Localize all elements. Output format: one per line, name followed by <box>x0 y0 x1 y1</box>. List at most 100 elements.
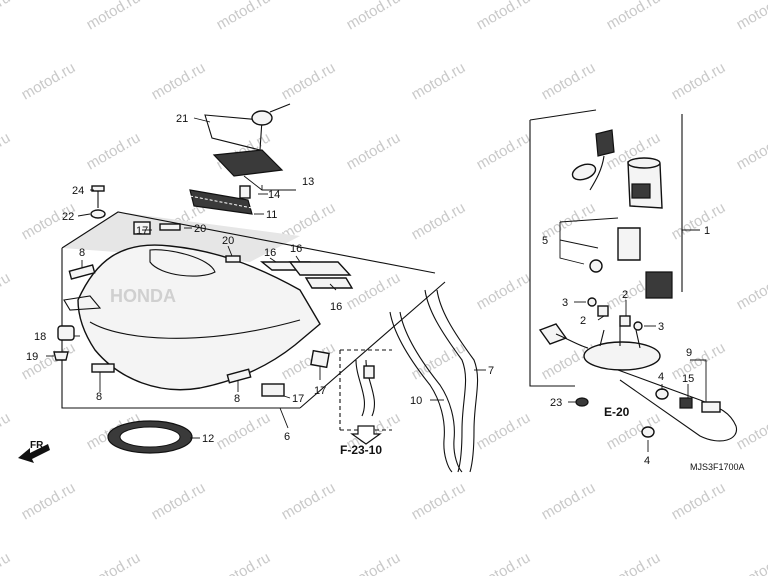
nut-2-a <box>597 305 609 317</box>
callout-3-a: 3 <box>562 297 568 309</box>
fuel-tank-group: HONDA <box>18 103 446 463</box>
watermark-text: motod.ru <box>84 549 144 576</box>
clamp-4-a <box>655 388 669 400</box>
front-arrow-icon <box>18 444 50 463</box>
f23-hose <box>355 359 375 417</box>
nut-2-b <box>619 315 631 327</box>
f23-clip <box>363 365 375 379</box>
watermark-text: motod.ru <box>474 129 534 173</box>
pad-16-c <box>304 277 354 289</box>
callout-15: 15 <box>682 373 694 385</box>
watermark-text: motod.ru <box>0 269 13 313</box>
tank-filler-recess <box>149 249 216 277</box>
callout-6: 6 <box>284 431 290 443</box>
watermark-text: motod.ru <box>474 409 534 453</box>
ref-e20: E-20 <box>604 405 630 419</box>
watermark-text: motod.ru <box>539 479 599 523</box>
callout-7: 7 <box>488 365 494 377</box>
watermark-text: motod.ru <box>474 549 534 576</box>
leader-lines <box>46 117 707 452</box>
watermark-text: motod.ru <box>734 0 768 33</box>
callout-20-b: 20 <box>222 235 234 247</box>
watermark-text: motod.ru <box>474 0 534 33</box>
f23-box <box>339 349 392 431</box>
seal-20-a <box>159 223 181 231</box>
watermark-text: motod.ru <box>734 549 768 576</box>
callout-17-a: 17 <box>136 225 148 237</box>
watermark-text: motod.ru <box>84 0 144 33</box>
callout-12: 12 <box>202 433 214 445</box>
watermark-text: motod.ru <box>734 269 768 313</box>
pad-17-b <box>310 349 330 369</box>
pump-fitting <box>589 259 603 273</box>
pump-connector <box>595 129 615 157</box>
watermark-text: motod.ru <box>214 0 274 33</box>
gasket-pattern <box>189 195 253 209</box>
fuel-level-float <box>571 163 597 181</box>
watermark-text: motod.ru <box>409 479 469 523</box>
pad-16-b <box>288 261 352 276</box>
watermark-text: motod.ru <box>669 59 729 103</box>
watermark-text: motod.ru <box>409 59 469 103</box>
watermark-text: motod.ru <box>214 549 274 576</box>
callout-14: 14 <box>268 189 280 201</box>
ignition-key <box>251 110 273 126</box>
washer-22 <box>90 209 106 219</box>
diagram-code: MJS3F1700A <box>690 462 745 472</box>
tank-front-bracket <box>63 295 102 311</box>
damper-18 <box>57 325 75 341</box>
callout-13: 13 <box>302 176 314 188</box>
watermark-text: motod.ru <box>409 199 469 243</box>
callout-4-a: 4 <box>658 371 664 383</box>
callout-2-b: 2 <box>622 289 628 301</box>
collar-19 <box>53 351 69 361</box>
seal-20-b <box>225 255 241 263</box>
callout-5: 5 <box>542 235 548 247</box>
watermark-text: motod.ru <box>344 129 404 173</box>
callout-16-c: 16 <box>330 301 342 313</box>
watermark-text: motod.ru <box>19 479 79 523</box>
pump-base-studs <box>599 326 641 349</box>
fuel-cap <box>212 149 284 177</box>
pressure-regulator <box>617 227 641 261</box>
watermark-text: motod.ru <box>149 59 209 103</box>
callout-3-b: 3 <box>658 321 664 333</box>
watermark-text: motod.ru <box>474 269 534 313</box>
watermark-text: motod.ru <box>0 549 13 576</box>
watermark-text: motod.ru <box>539 59 599 103</box>
watermark-text: motod.ru <box>734 129 768 173</box>
watermark-text: motod.ru <box>669 479 729 523</box>
hose-7 <box>424 289 467 473</box>
callout-numbers: 21 13 14 11 24 22 8 8 8 17 20 20 16 16 1… <box>26 113 710 467</box>
watermark-text: motod.ru <box>84 129 144 173</box>
callout-21: 21 <box>176 113 188 125</box>
front-label: FR. <box>30 440 46 451</box>
callout-23: 23 <box>550 397 562 409</box>
callout-24: 24 <box>72 185 84 197</box>
callout-17-b: 17 <box>314 385 326 397</box>
pad-17-c <box>261 383 285 397</box>
cap-bolt-part <box>239 185 251 199</box>
callout-4-b: 4 <box>644 455 650 467</box>
watermark-text: motod.ru <box>409 339 469 383</box>
pump-plug <box>538 323 568 345</box>
pump-harness <box>555 333 589 349</box>
watermark-text: motod.ru <box>0 409 13 453</box>
watermark-text: motod.ru <box>214 409 274 453</box>
watermark-text: motod.ru <box>604 549 664 576</box>
callout-16-b: 16 <box>290 243 302 255</box>
watermark-text: motod.ru <box>0 129 13 173</box>
watermark-text: motod.ru <box>604 0 664 33</box>
callout-18: 18 <box>34 331 46 343</box>
ref-f23-10: F-23-10 <box>340 443 382 457</box>
bolt-24-head <box>91 185 105 192</box>
hose-7-edge <box>436 289 479 473</box>
watermark-text: motod.ru <box>344 0 404 33</box>
hose-10-edge <box>399 311 463 473</box>
joint-15 <box>679 397 693 409</box>
bolt-3-a <box>587 297 597 307</box>
callout-8-c: 8 <box>234 393 240 405</box>
callout-2-a: 2 <box>580 315 586 327</box>
watermark-text: motod.ru <box>344 269 404 313</box>
